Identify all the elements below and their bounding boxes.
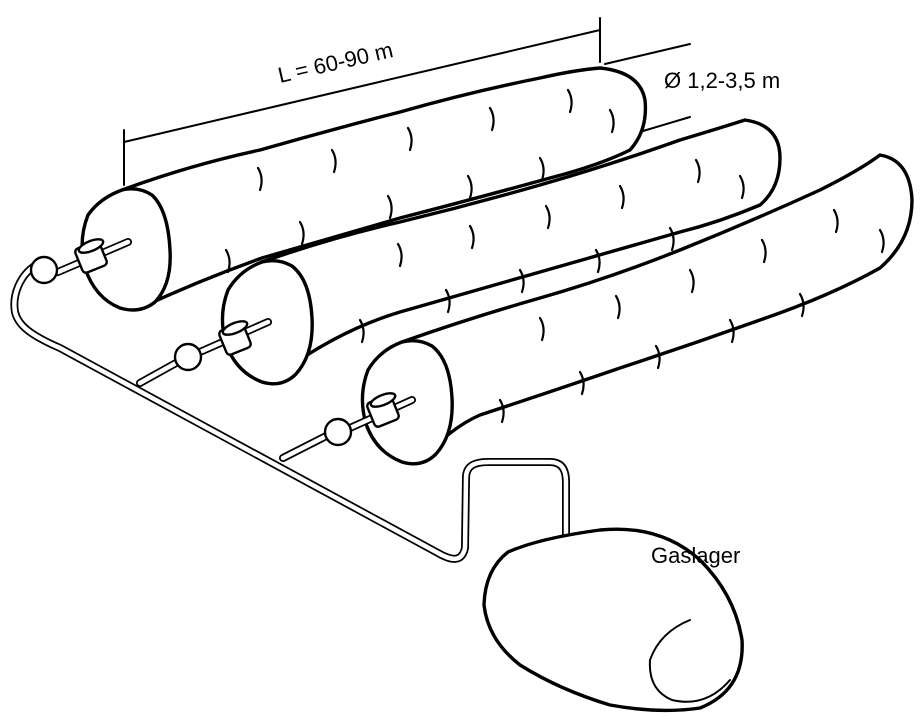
valve-set-1	[29, 238, 132, 285]
valve-3-ball	[323, 417, 353, 447]
diameter-label: Ø 1,2-3,5 m	[664, 68, 780, 93]
gas-storage-tank	[482, 527, 744, 713]
gas-collection-pipe	[10, 261, 570, 563]
tube-1-end-cap	[80, 187, 172, 312]
tube-2-texture	[358, 158, 745, 344]
valve-set-2	[173, 318, 272, 372]
tube-1-body	[120, 66, 648, 310]
tube-3-body	[400, 153, 914, 464]
tube-1-texture	[224, 88, 615, 274]
length-label: L = 60-90 m	[276, 37, 396, 88]
tube-2-body	[260, 118, 782, 374]
storage-label: Gaslager	[651, 543, 740, 568]
tube-1	[80, 66, 648, 312]
valve-2-ball	[173, 342, 203, 372]
length-dimension	[123, 17, 601, 186]
valve-1-ball	[29, 255, 59, 285]
tube-2	[220, 118, 782, 386]
diameter-dimension	[604, 43, 691, 132]
valve-set-3	[323, 392, 416, 447]
tank-end-outline	[648, 619, 731, 703]
tube-3-texture	[498, 208, 885, 424]
tank-body	[482, 527, 744, 713]
